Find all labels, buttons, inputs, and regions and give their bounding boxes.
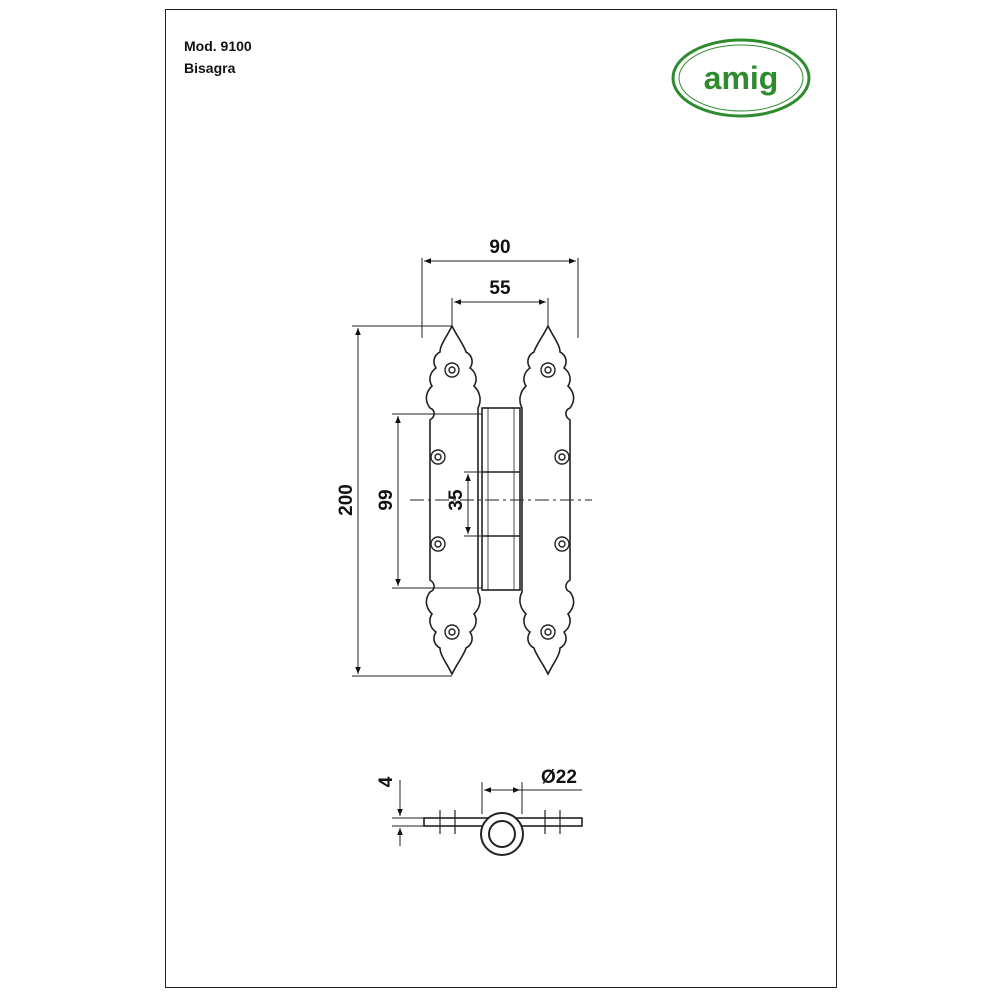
hinge-side-view-icon [423,810,583,856]
dim-width-leaf: 55 [489,278,511,299]
right-leaf [519,324,575,676]
logo-text: amig [704,60,779,96]
dimension-lines [352,258,579,677]
drawing-frame [165,9,837,988]
side-dimension-lines [392,780,582,846]
dim-height-total: 200 [336,484,357,516]
hinge-front-view-icon [410,324,592,676]
screw-holes [430,362,570,640]
model-label: Mod. 9100 [184,38,252,54]
dim-height-knuckle: 99 [376,489,397,510]
amig-logo-icon: amig [671,38,811,118]
dim-width-total: 90 [489,237,510,258]
dim-pin-diameter: Ø22 [541,767,577,788]
dim-thickness: 4 [376,776,397,787]
product-label: Bisagra [184,60,236,76]
left-leaf [425,324,481,676]
dim-knuckle-segment: 35 [446,489,467,511]
